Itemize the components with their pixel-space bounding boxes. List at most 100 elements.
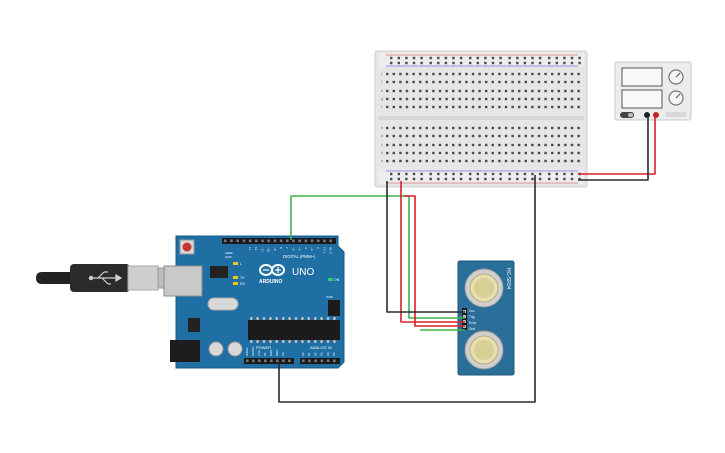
breadboard-hole[interactable] bbox=[551, 89, 554, 93]
breadboard-hole[interactable] bbox=[458, 97, 461, 101]
breadboard-hole[interactable] bbox=[518, 134, 521, 138]
breadboard-hole[interactable] bbox=[425, 89, 428, 93]
breadboard-hole[interactable] bbox=[485, 97, 488, 101]
breadboard-hole[interactable] bbox=[458, 134, 461, 138]
rail-hole[interactable] bbox=[555, 61, 558, 65]
rail-hole[interactable] bbox=[538, 61, 542, 65]
ultrasonic-sensor[interactable]: HC-SR04 Vcc Trig Echo Gnd bbox=[457, 260, 515, 376]
breadboard-hole[interactable] bbox=[485, 134, 488, 138]
header-pin[interactable] bbox=[317, 239, 320, 243]
breadboard-hole[interactable] bbox=[491, 80, 494, 84]
breadboard-hole[interactable] bbox=[445, 134, 448, 138]
breadboard-hole[interactable] bbox=[405, 105, 409, 109]
rail-hole[interactable] bbox=[397, 177, 400, 181]
breadboard-hole[interactable] bbox=[551, 126, 554, 130]
breadboard-hole[interactable] bbox=[564, 97, 567, 101]
breadboard-hole[interactable] bbox=[511, 105, 514, 109]
breadboard-hole[interactable] bbox=[570, 143, 574, 147]
wire-psu-negative[interactable] bbox=[578, 117, 649, 181]
breadboard-hole[interactable] bbox=[405, 80, 409, 84]
rail-hole[interactable] bbox=[469, 56, 472, 60]
breadboard-hole[interactable] bbox=[544, 89, 547, 93]
rail-hole[interactable] bbox=[452, 172, 455, 176]
breadboard-hole[interactable] bbox=[531, 72, 534, 76]
breadboard-hole[interactable] bbox=[485, 105, 488, 109]
rail-hole[interactable] bbox=[459, 56, 463, 60]
breadboard-hole[interactable] bbox=[577, 89, 580, 93]
breadboard-hole[interactable] bbox=[485, 80, 488, 84]
breadboard-hole[interactable] bbox=[432, 159, 435, 163]
reset-button[interactable] bbox=[179, 239, 195, 255]
breadboard-hole[interactable] bbox=[564, 89, 567, 93]
breadboard[interactable]: j i h g f e d c b a bbox=[374, 50, 588, 188]
breadboard-hole[interactable] bbox=[478, 126, 481, 130]
breadboard-hole[interactable] bbox=[577, 134, 580, 138]
usb-port[interactable] bbox=[163, 265, 203, 297]
breadboard-hole[interactable] bbox=[570, 151, 574, 155]
breadboard-hole[interactable] bbox=[491, 89, 494, 93]
breadboard-hole[interactable] bbox=[511, 126, 514, 130]
wire-black-arduino-gnd[interactable] bbox=[278, 175, 536, 403]
breadboard-hole[interactable] bbox=[511, 151, 514, 155]
breadboard-hole[interactable] bbox=[458, 143, 461, 147]
breadboard-hole[interactable] bbox=[471, 134, 475, 138]
power-switch[interactable] bbox=[620, 112, 634, 118]
rail-hole[interactable] bbox=[429, 56, 432, 60]
breadboard-hole[interactable] bbox=[412, 134, 415, 138]
breadboard-hole[interactable] bbox=[445, 105, 448, 109]
breadboard-hole[interactable] bbox=[445, 151, 448, 155]
breadboard-hole[interactable] bbox=[452, 159, 455, 163]
rail-hole[interactable] bbox=[499, 172, 502, 176]
breadboard-hole[interactable] bbox=[386, 159, 389, 163]
breadboard-hole[interactable] bbox=[458, 80, 461, 84]
breadboard-hole[interactable] bbox=[412, 72, 415, 76]
rail-hole[interactable] bbox=[516, 177, 519, 181]
header-pin[interactable] bbox=[304, 239, 308, 243]
breadboard-hole[interactable] bbox=[432, 72, 435, 76]
breadboard-hole[interactable] bbox=[557, 89, 560, 93]
breadboard-hole[interactable] bbox=[557, 126, 560, 130]
rail-hole[interactable] bbox=[499, 61, 502, 65]
breadboard-hole[interactable] bbox=[438, 159, 442, 163]
rail-hole[interactable] bbox=[484, 177, 487, 181]
breadboard-hole[interactable] bbox=[452, 143, 455, 147]
breadboard-hole[interactable] bbox=[570, 89, 574, 93]
breadboard-hole[interactable] bbox=[544, 159, 547, 163]
breadboard-hole[interactable] bbox=[438, 80, 442, 84]
breadboard-hole[interactable] bbox=[524, 159, 527, 163]
breadboard-hole[interactable] bbox=[498, 105, 501, 109]
rail-hole[interactable] bbox=[390, 61, 393, 65]
breadboard-hole[interactable] bbox=[465, 97, 468, 101]
header-pin[interactable] bbox=[264, 359, 267, 363]
rail-hole[interactable] bbox=[452, 177, 455, 181]
breadboard-hole[interactable] bbox=[458, 105, 461, 109]
sensor-pin[interactable] bbox=[463, 315, 466, 318]
header-pin[interactable] bbox=[267, 239, 270, 243]
breadboard-hole[interactable] bbox=[392, 151, 395, 155]
rail-hole[interactable] bbox=[437, 172, 440, 176]
breadboard-hole[interactable] bbox=[537, 80, 541, 84]
breadboard-hole[interactable] bbox=[465, 151, 468, 155]
breadboard-hole[interactable] bbox=[452, 126, 455, 130]
breadboard-hole[interactable] bbox=[544, 80, 547, 84]
breadboard-hole[interactable] bbox=[518, 151, 521, 155]
breadboard-hole[interactable] bbox=[557, 159, 560, 163]
rail-hole[interactable] bbox=[563, 177, 566, 181]
breadboard-hole[interactable] bbox=[504, 143, 508, 147]
breadboard-hole[interactable] bbox=[412, 105, 415, 109]
rail-hole[interactable] bbox=[563, 61, 566, 65]
rail-hole[interactable] bbox=[484, 61, 487, 65]
breadboard-hole[interactable] bbox=[498, 80, 501, 84]
breadboard-hole[interactable] bbox=[425, 126, 428, 130]
breadboard-hole[interactable] bbox=[504, 151, 508, 155]
rail-hole[interactable] bbox=[516, 172, 519, 176]
breadboard-hole[interactable] bbox=[504, 126, 508, 130]
rail-hole[interactable] bbox=[405, 56, 408, 60]
wires[interactable] bbox=[278, 117, 656, 403]
breadboard-hole[interactable] bbox=[577, 105, 580, 109]
header-pin[interactable] bbox=[246, 359, 249, 363]
breadboard-hole[interactable] bbox=[491, 159, 494, 163]
rail-hole[interactable] bbox=[476, 172, 479, 176]
breadboard-hole[interactable] bbox=[570, 159, 574, 163]
breadboard-hole[interactable] bbox=[419, 143, 422, 147]
